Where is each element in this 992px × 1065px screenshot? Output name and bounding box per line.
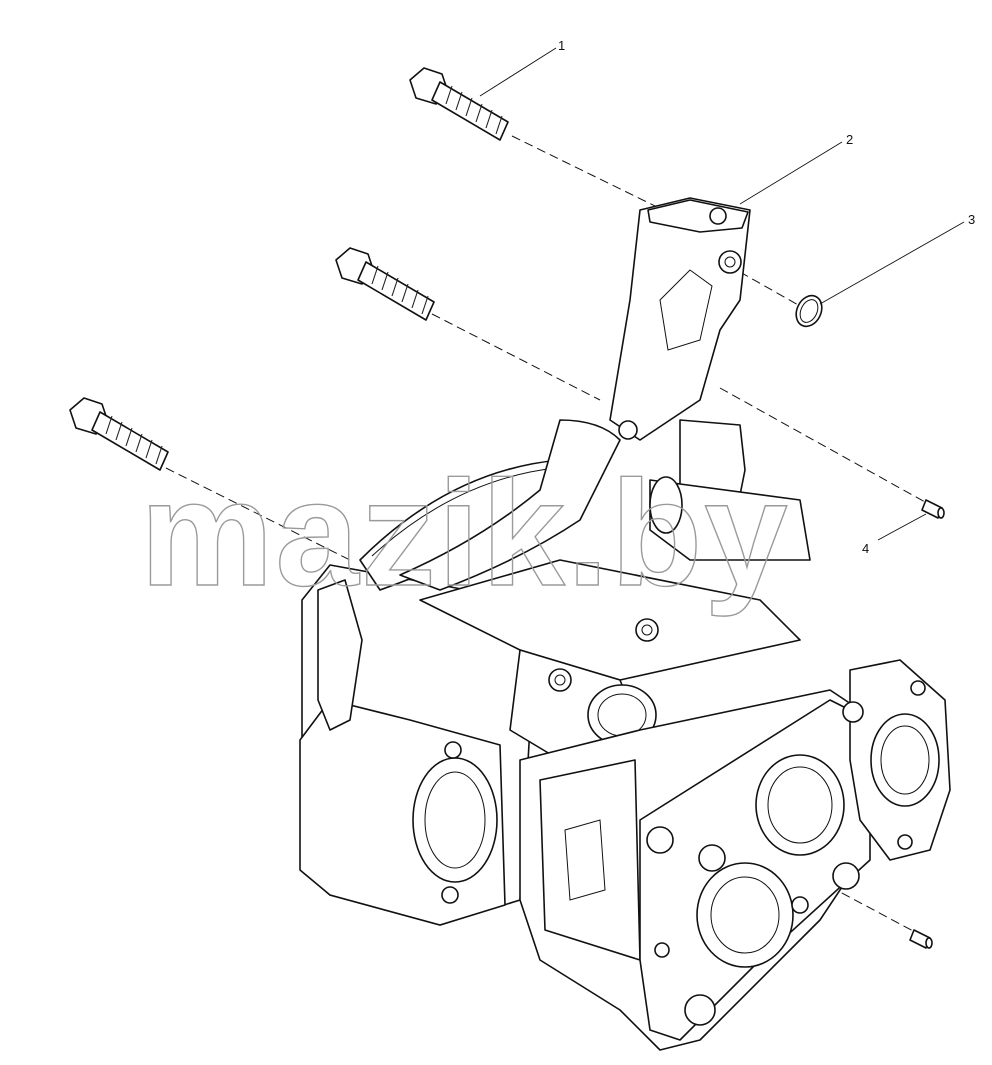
callout-label: 1 [558,38,565,53]
bracket-icon [609,197,811,561]
callout-label: 4 [862,541,869,556]
callout-label: 2 [846,132,853,147]
callout-label: 3 [968,212,975,227]
bolt-icon [409,67,509,141]
dowel-pin-icon [909,929,933,949]
callout-3: 3 [819,212,975,305]
pump-body-icon [299,559,951,1051]
bolt-icon [69,397,169,471]
bolt-icon [335,247,435,321]
callout-4: 4 [862,513,927,556]
callout-1: 1 [479,38,565,97]
drive-gear-icon [359,419,621,591]
watermark-text: mazik.by [140,449,790,617]
seal-ring-icon [795,294,823,328]
callout-2: 2 [739,132,853,205]
dowel-pin-icon [921,499,945,519]
